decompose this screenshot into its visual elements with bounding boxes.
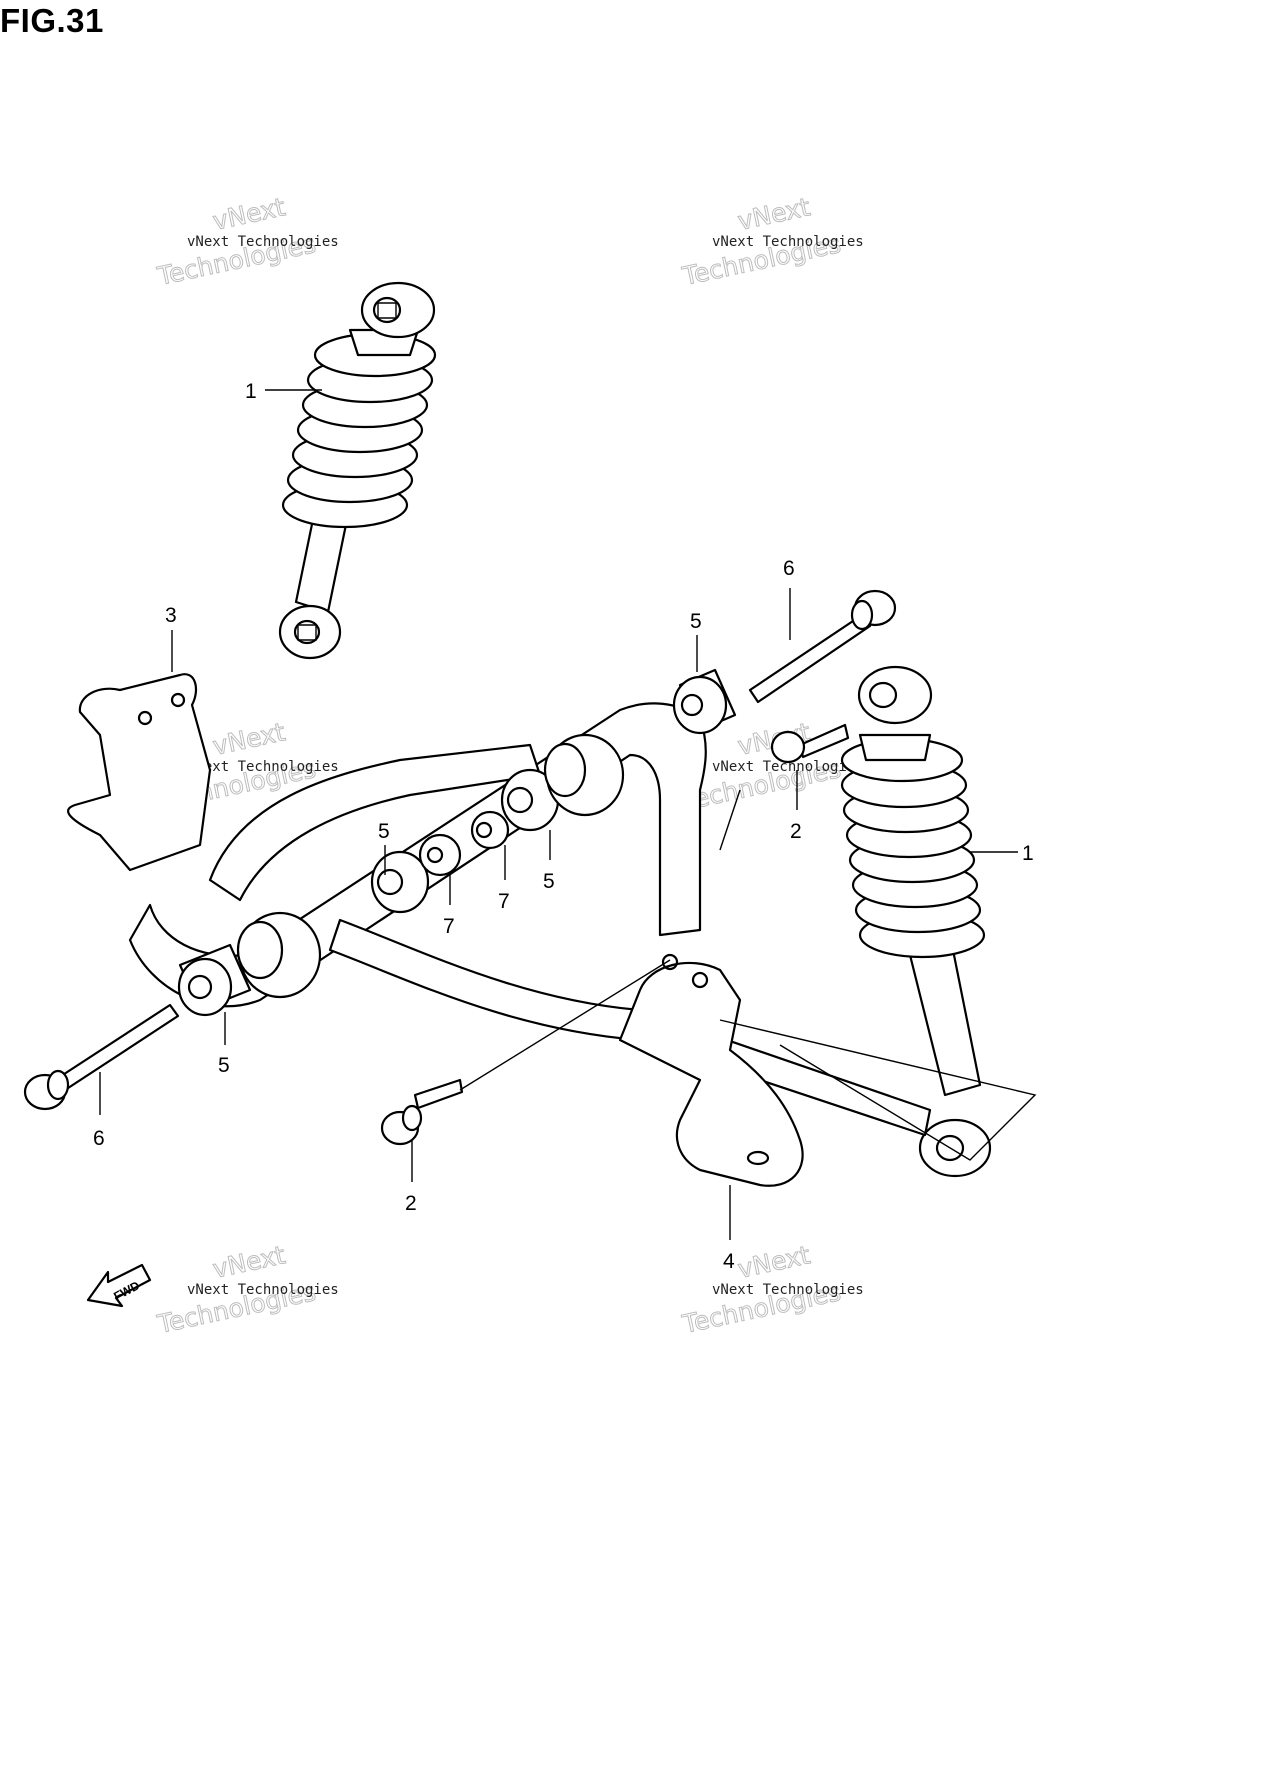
collar-front — [418, 833, 462, 877]
callout-2-upper: 2 — [790, 770, 802, 843]
callout-5-rear: 5 — [690, 610, 702, 672]
svg-text:3: 3 — [165, 604, 177, 627]
fwd-arrow-icon: FWD — [86, 1263, 152, 1308]
svg-text:4: 4 — [723, 1250, 735, 1273]
callout-2-lower: 2 — [405, 1140, 417, 1215]
callout-4: 4 — [723, 1185, 735, 1273]
callout-6-rear: 6 — [783, 557, 795, 640]
svg-text:6: 6 — [783, 557, 795, 580]
callout-1-right: 1 — [970, 842, 1034, 865]
svg-text:2: 2 — [405, 1192, 417, 1215]
watermark-bottom-right: vNext Technologies vNext Technologies — [679, 1240, 864, 1340]
svg-text:vNext: vNext — [735, 1240, 813, 1284]
callout-6-front: 6 — [93, 1072, 105, 1150]
svg-text:vNext Technologies: vNext Technologies — [187, 759, 339, 775]
bolt-rear — [748, 589, 897, 704]
callout-3: 3 — [165, 604, 177, 672]
svg-text:1: 1 — [1022, 842, 1034, 865]
svg-text:7: 7 — [498, 890, 510, 913]
svg-text:1: 1 — [245, 380, 257, 403]
bushing-front-inner — [370, 850, 430, 914]
bolt-upper-right — [770, 723, 850, 764]
bolt-lower — [380, 1078, 464, 1146]
bushing-front-mid — [236, 911, 322, 999]
svg-text:6: 6 — [93, 1127, 105, 1150]
callout-5-front: 5 — [218, 1012, 230, 1077]
svg-text:5: 5 — [218, 1054, 230, 1077]
callout-5-mid-left: 5 — [378, 820, 390, 875]
collar-rear — [470, 810, 510, 850]
shock-absorber-right — [840, 665, 992, 1178]
svg-text:vNext Technologies: vNext Technologies — [187, 234, 339, 250]
watermark-top-right: vNext Technologies vNext Technologies — [679, 192, 864, 292]
svg-text:2: 2 — [790, 820, 802, 843]
svg-text:vNext Technologies: vNext Technologies — [712, 234, 864, 250]
callout-7-left: 7 — [443, 872, 455, 938]
shock-absorber-left — [278, 281, 437, 660]
svg-text:vNext Technologies: vNext Technologies — [712, 759, 864, 775]
callout-7-right: 7 — [498, 845, 510, 913]
watermark-top-left: vNext Technologies vNext Technologies — [154, 192, 339, 292]
svg-text:vNext Technologies: vNext Technologies — [187, 1282, 339, 1298]
callout-1-left: 1 — [245, 380, 322, 403]
svg-text:vNext: vNext — [210, 1240, 288, 1284]
svg-text:7: 7 — [443, 915, 455, 938]
callout-5-mid-right: 5 — [543, 830, 555, 893]
svg-text:5: 5 — [543, 870, 555, 893]
bushing-rear-outer — [672, 668, 737, 735]
svg-text:5: 5 — [690, 610, 702, 633]
bolt-front — [23, 1003, 180, 1111]
svg-text:vNext Technologies: vNext Technologies — [712, 1282, 864, 1298]
bushing-rear-mid — [543, 733, 625, 817]
svg-text:vNext: vNext — [210, 717, 288, 761]
figure-title: FIG.31 — [0, 2, 104, 39]
svg-text:vNext: vNext — [210, 192, 288, 236]
svg-text:5: 5 — [378, 820, 390, 843]
watermark-bottom-left: vNext Technologies vNext Technologies — [154, 1240, 339, 1340]
svg-text:vNext: vNext — [735, 192, 813, 236]
bushing-front-outer — [177, 943, 252, 1017]
